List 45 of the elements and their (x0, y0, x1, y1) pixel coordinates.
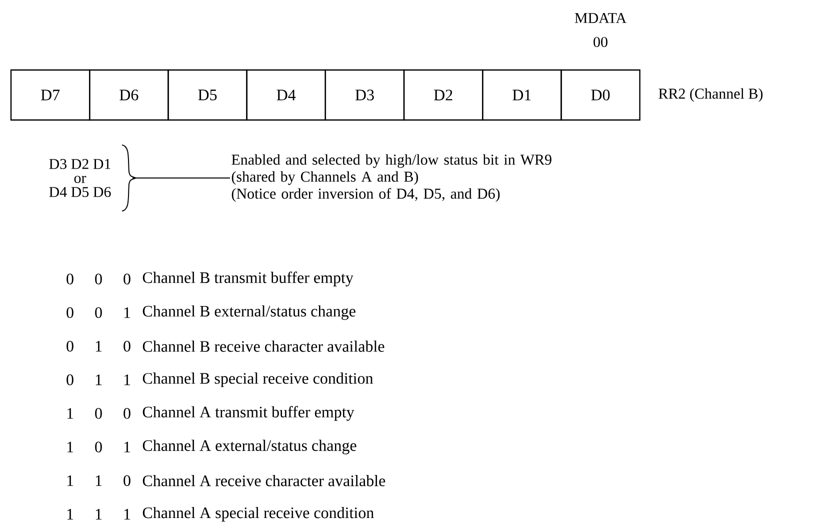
register-cell: D3 (324, 69, 405, 121)
register-cell: D4 (246, 69, 326, 121)
status-description: Channel A special receive condition (142, 506, 374, 522)
bit-value: 1 (96, 374, 102, 386)
bit-value: 0 (66, 274, 74, 284)
bit-value: 1 (124, 508, 130, 520)
bit-value: 0 (124, 340, 130, 352)
bit-value: 0 (124, 274, 130, 284)
register-name: RR2 (Channel B) (658, 88, 763, 102)
status-description: Channel A receive character available (142, 474, 386, 486)
bit-value: 0 (95, 274, 102, 284)
bit-value: 0 (124, 475, 130, 486)
register-cell: D6 (89, 69, 169, 121)
status-description: Channel A external/status change (142, 440, 356, 454)
bit-value: 1 (124, 374, 130, 386)
bit-value: 0 (95, 442, 102, 452)
bit-value: 0 (66, 340, 74, 352)
status-description: Channel B transmit buffer empty (142, 272, 354, 286)
bit-value: 1 (67, 442, 74, 452)
bit-value: 1 (96, 340, 102, 352)
status-description: Channel A transmit buffer empty (142, 406, 354, 421)
register-cell: D1 (482, 69, 562, 121)
register-cell: D5 (168, 69, 248, 121)
status-description: Channel B special receive condition (142, 372, 374, 388)
status-description: Channel B receive character available (142, 340, 384, 352)
bit-value: 0 (66, 374, 74, 386)
bit-value: 1 (96, 475, 102, 486)
bit-value: 1 (96, 508, 102, 520)
bit-caption: MDATA (574, 13, 626, 23)
bit-value: 0 (66, 307, 74, 318)
register-cell: D0 (560, 69, 640, 121)
bit-value: 1 (67, 475, 74, 486)
bit-value: 0 (95, 408, 102, 419)
bit-caption: 00 (594, 36, 608, 48)
register-cell: D7 (10, 69, 90, 121)
bit-value: 1 (124, 442, 130, 452)
bit-value: 1 (67, 508, 74, 520)
bit-value: 0 (95, 307, 102, 318)
bit-group: D3 D2 D1 or D4 D5 D6 (49, 158, 111, 198)
note-text: Enabled and selected by high/low status bit in WR9 (shared by Channels A and B) (Notice order inversion of D4, D5, and D6) (232, 154, 552, 202)
register-cell: D2 (403, 69, 484, 121)
bit-value: 1 (67, 408, 74, 419)
status-description: Channel B external/status change (142, 305, 356, 320)
bit-value: 0 (124, 408, 130, 419)
bit-value: 1 (124, 307, 130, 318)
